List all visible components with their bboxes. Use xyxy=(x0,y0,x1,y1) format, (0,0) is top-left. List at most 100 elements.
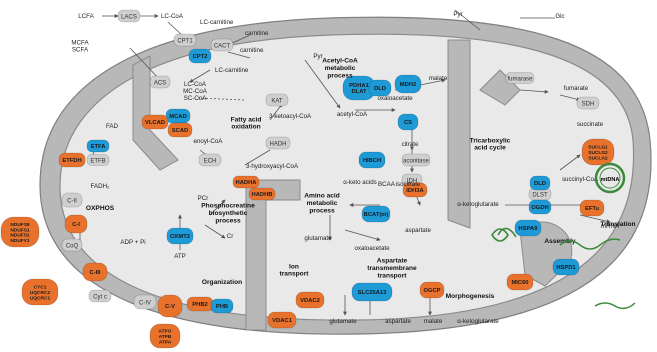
c1-label: C-I xyxy=(72,222,80,228)
phb2-label: PHB2 xyxy=(192,302,207,308)
scad-protein xyxy=(167,122,193,138)
etfdh-label: ETFDH xyxy=(62,158,81,164)
succinyl_coa-metabolite: succinyl-CoA xyxy=(562,176,599,183)
sdh-label: SDH xyxy=(582,102,595,108)
lc_coa_top-metabolite: LC-CoA xyxy=(161,13,184,20)
oxaloacetate-metabolite: oxaloacetate xyxy=(377,95,413,102)
coq-enzyme xyxy=(61,238,83,252)
cr-metabolite: Cr xyxy=(227,233,234,240)
mrna-strand-icon xyxy=(594,302,636,310)
etfb-label: ETFB xyxy=(90,159,105,165)
mdh2-protein xyxy=(394,74,422,94)
etfa-protein xyxy=(86,139,110,153)
ogdh-protein xyxy=(528,199,552,215)
oxphos-process-label: OXPHOS xyxy=(86,205,115,212)
cs-label: CS xyxy=(404,120,412,126)
c5-label: C-V xyxy=(165,304,175,310)
lcfa-metabolite: LCFA xyxy=(78,13,94,20)
translation-process-label: Translation xyxy=(600,221,635,228)
ogcp-label: OGCP xyxy=(423,288,440,294)
lacs-enzyme xyxy=(117,9,141,23)
enoyl_coa-metabolite: enoyl-CoA xyxy=(194,138,224,145)
hspa9-label: HSPA9 xyxy=(519,226,539,232)
mtdna-icon xyxy=(594,162,626,194)
phb-protein xyxy=(210,298,234,314)
suclg-protein xyxy=(581,138,615,166)
acs-enzyme xyxy=(149,75,171,89)
fadh2-metabolite: FADH₂ xyxy=(91,183,111,190)
cact-enzyme xyxy=(210,38,234,52)
etfa-label: ETFA xyxy=(91,144,107,150)
ckmt2-protein xyxy=(166,227,194,245)
hadha-label: HADHA xyxy=(236,180,258,186)
hydroxyacyl_coa-metabolite: 3-hydroxyacyl-CoA xyxy=(246,163,299,170)
cpt2-label: CPT2 xyxy=(193,54,208,60)
idh3a-label: IDH3A xyxy=(406,188,424,194)
cpt2-protein xyxy=(188,48,212,64)
c4-enzyme xyxy=(133,294,157,310)
bcat-label: BCAT(m) xyxy=(364,212,389,218)
morphogenesis-process-label: Morphogenesis xyxy=(446,293,495,300)
carnitine1-metabolite: carnitine xyxy=(245,30,269,37)
c2-label: C-II xyxy=(67,199,77,205)
hadhb-protein xyxy=(248,187,276,201)
mdh2-label: MDH2 xyxy=(400,82,416,88)
etfb-enzyme xyxy=(86,154,110,166)
citrate-metabolite: citrate xyxy=(402,141,419,148)
bcaa-metabolite: BCAA xyxy=(378,181,396,188)
glutamate_out-metabolite: glutamate xyxy=(329,318,357,325)
dlst-label: DLST xyxy=(532,193,548,199)
oxaloacetate2-metabolite: oxaloacetate xyxy=(354,245,390,252)
kat-label: KAT xyxy=(271,99,283,105)
dld2-label: DLD xyxy=(534,181,546,187)
cs-protein xyxy=(397,113,419,131)
sdh-enzyme xyxy=(576,96,600,110)
vdac2-protein xyxy=(295,291,325,309)
eftu-label: EFTu xyxy=(585,206,600,212)
dld2-protein xyxy=(529,175,551,191)
pyr-metabolite: Pyr xyxy=(313,53,322,60)
ckmt2-label: CKMT2 xyxy=(170,234,190,240)
hibch-label: HIBCH xyxy=(363,158,381,164)
hspd1-protein xyxy=(552,258,580,276)
vlcad-protein xyxy=(141,114,169,130)
vlcad-label: VLCAD xyxy=(145,120,165,126)
succinate-metabolite: succinate xyxy=(577,121,604,128)
mtdna-label: mtDNA xyxy=(601,177,620,183)
acs-label: ACS xyxy=(154,81,166,87)
kat-enzyme xyxy=(265,93,289,107)
ketoacyl_coa-metabolite: 3-ketoacyl-CoA xyxy=(269,113,312,120)
crista-3 xyxy=(447,39,471,229)
cyc-protein xyxy=(21,278,59,306)
c3-protein xyxy=(82,262,108,282)
ndufs-protein xyxy=(0,216,40,248)
idh3a-protein xyxy=(402,182,428,198)
hspa9-protein xyxy=(514,219,542,237)
hspd1-label: HSPD1 xyxy=(556,265,576,271)
scad-label: SCAD xyxy=(172,128,188,134)
ogdh-label: OGDH xyxy=(531,205,548,211)
cact-label: CACT xyxy=(214,44,231,50)
dld1-label: DLD xyxy=(374,86,386,92)
slc25a13-label: SLC25A13 xyxy=(358,290,387,296)
ech-label: ECH xyxy=(204,159,217,165)
fumarate-metabolite: fumarate xyxy=(564,85,589,92)
cytc-label: Cyt c xyxy=(93,295,107,301)
lc_carnitine2-metabolite: LC-carnitine xyxy=(215,67,249,74)
c3-label: C-III xyxy=(90,270,101,276)
glutamate-metabolite: glutamate xyxy=(304,235,332,242)
glc-metabolite: Glc xyxy=(555,13,564,20)
hadhb-label: HADHB xyxy=(252,192,273,198)
pyr_top-metabolite: Pyr xyxy=(453,11,462,18)
